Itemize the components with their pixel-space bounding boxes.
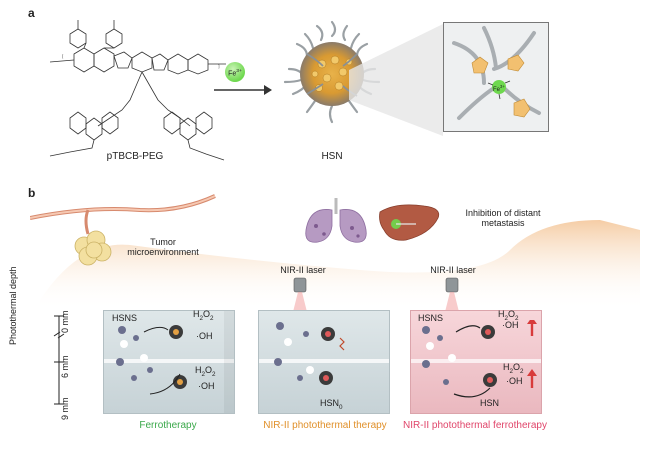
inset-fe-charge: 3+ (500, 84, 505, 89)
laser-label-1: NIR-II laser (280, 265, 326, 275)
inhibition-label: Inhibition of distant metastasis (458, 208, 548, 229)
tumor-blob (74, 230, 112, 266)
block3-h2o2-bottom: H2O2 (503, 362, 524, 375)
block2-hsn0: HSN0 (320, 398, 343, 411)
fe-ion-charge: 3+ (236, 69, 242, 74)
tumor-label-line2: microenvironment (127, 247, 199, 258)
block1-oh-top: ·OH (196, 331, 213, 341)
blood-vessel (30, 194, 216, 235)
block2-particles (274, 322, 345, 385)
fe-ion-circle: Fe3+ (225, 62, 245, 82)
block1-hsns-label: HSNS (112, 313, 138, 323)
block3-particles (422, 320, 537, 398)
fe-ion-label: Fe (228, 70, 237, 78)
inset-box: Fe3+ (443, 22, 549, 132)
block3-hsn-label: HSN (480, 398, 500, 408)
block1-h2o2-top: H2O2 (193, 309, 214, 322)
hsn-label: HSN (321, 151, 343, 162)
depth-axis-line (53, 315, 65, 405)
tissue-block-photothermal-ferrotherapy (410, 310, 542, 414)
block3-oh-bottom: ·OH (506, 376, 523, 386)
laser-label-2: NIR-II laser (430, 265, 476, 275)
background-wash (40, 220, 640, 310)
block3-h2o2-top: H2O2 (498, 309, 519, 322)
polymer-structure-drawing: [] (49, 20, 226, 161)
inset-drawing (452, 26, 541, 120)
inset-fe-label: Fe (493, 87, 501, 93)
polymer-label: pTBCB-PEG (106, 151, 164, 162)
liver-icon (379, 204, 440, 241)
block3-hsns-label: HSNS (418, 313, 444, 323)
svg-text:]: ] (218, 64, 220, 69)
block1-h2o2-bottom: H2O2 (195, 365, 216, 378)
depth-axis-label: Photothermal depth (8, 266, 18, 345)
block2-title: NIR-II photothermal therapy (263, 420, 387, 431)
panel-b-letter: b (28, 186, 36, 200)
depth-tick-2: 9 mm (60, 397, 70, 421)
block1-oh-bottom: ·OH (198, 381, 215, 391)
panel-a-letter: a (28, 6, 35, 20)
block1-particles (116, 325, 187, 395)
inhibition-line1: Inhibition of distant (465, 208, 541, 218)
block3-oh-top: ·OH (502, 320, 519, 330)
svg-text:[: [ (62, 54, 64, 59)
inhibition-line2: metastasis (481, 218, 525, 229)
tissue-block-ferrotherapy (103, 310, 235, 414)
depth-tick-0: 0 mm (60, 310, 70, 334)
block1-title: Ferrotherapy (139, 420, 197, 431)
hsn-nanoparticle (283, 20, 381, 124)
reaction-arrow (214, 85, 272, 95)
block3-title: NIR-II photothermal ferrotherapy (403, 420, 547, 431)
tumor-label-line1: Tumor (150, 237, 176, 247)
lungs-icon (305, 198, 367, 243)
tumor-label: Tumor microenvironment (118, 237, 208, 258)
depth-tick-1: 6 mm (60, 355, 70, 379)
zoom-lines (349, 24, 443, 136)
